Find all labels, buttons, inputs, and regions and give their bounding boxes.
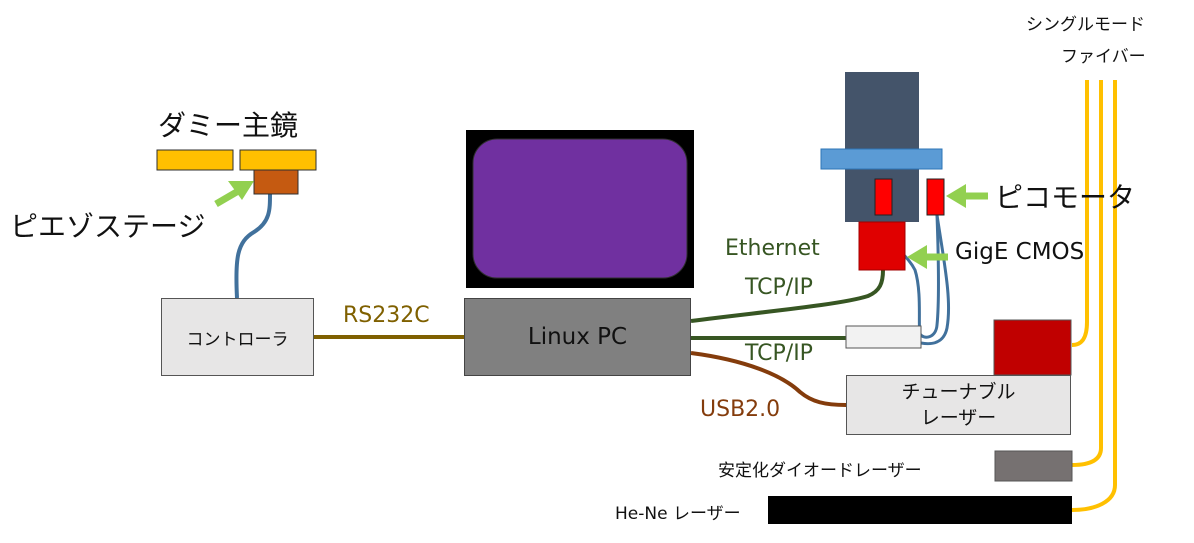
stabilized-diode-laser-label: 安定化ダイオードレーザー — [718, 461, 922, 481]
piezo-stage-block — [253, 169, 299, 195]
single-mode-fiber-label-2: ファイバー — [1061, 47, 1146, 67]
picomotor-right — [926, 178, 945, 216]
gige-arrow-head — [907, 245, 927, 269]
gige-camera — [858, 221, 906, 271]
picomotor-cable-2 — [920, 214, 951, 346]
ethernet-label-2: TCP/IP — [745, 275, 813, 300]
tunable-laser-head — [993, 319, 1072, 376]
picomotor-left — [874, 178, 893, 216]
linux-pc-label: Linux PC — [527, 324, 628, 350]
tunable-laser-box: チューナブル レーザー — [846, 375, 1071, 435]
tunable-laser-label-1: チューナブル — [901, 381, 1016, 403]
usb-label: USB2.0 — [700, 397, 781, 422]
gige-cmos-label: GigE CMOS — [955, 239, 1085, 265]
pico-motor-label: ピコモータ — [995, 181, 1136, 214]
hene-laser-label: He-Ne レーザー — [615, 504, 741, 524]
ethernet-cable — [690, 269, 885, 323]
piezo-stage-label: ピエゾステージ — [10, 210, 206, 243]
rs232c-label: RS232C — [343, 303, 430, 328]
single-mode-fiber-label-1: シングルモード — [1026, 15, 1145, 35]
fiber-2 — [1071, 80, 1103, 467]
piezo-cable — [234, 193, 272, 299]
monitor-screen — [472, 138, 688, 279]
fiber-3 — [1071, 80, 1117, 512]
dummy-mirror-left — [156, 149, 234, 171]
usb-cable — [690, 351, 847, 407]
picomotor-arrow-head — [946, 184, 966, 208]
dummy-mirror-label: ダミー主鏡 — [158, 109, 299, 142]
tunable-laser-label-2: レーザー — [920, 407, 997, 429]
controller-box: コントローラ — [161, 298, 314, 376]
picomotor-controller — [845, 325, 922, 349]
linux-pc-box: Linux PC — [464, 298, 691, 376]
ethernet-label-1: Ethernet — [725, 236, 820, 261]
piezo-arrow-shaft — [214, 186, 242, 208]
dummy-mirror-right — [239, 149, 317, 171]
stabilized-laser-block — [994, 450, 1073, 482]
telescope-flange — [820, 148, 943, 170]
fiber-1 — [1071, 80, 1089, 347]
hene-laser-block — [768, 496, 1072, 524]
tcpip-label: TCP/IP — [745, 341, 813, 366]
piezo-arrow-head — [228, 181, 254, 200]
controller-label: コントローラ — [186, 329, 289, 350]
